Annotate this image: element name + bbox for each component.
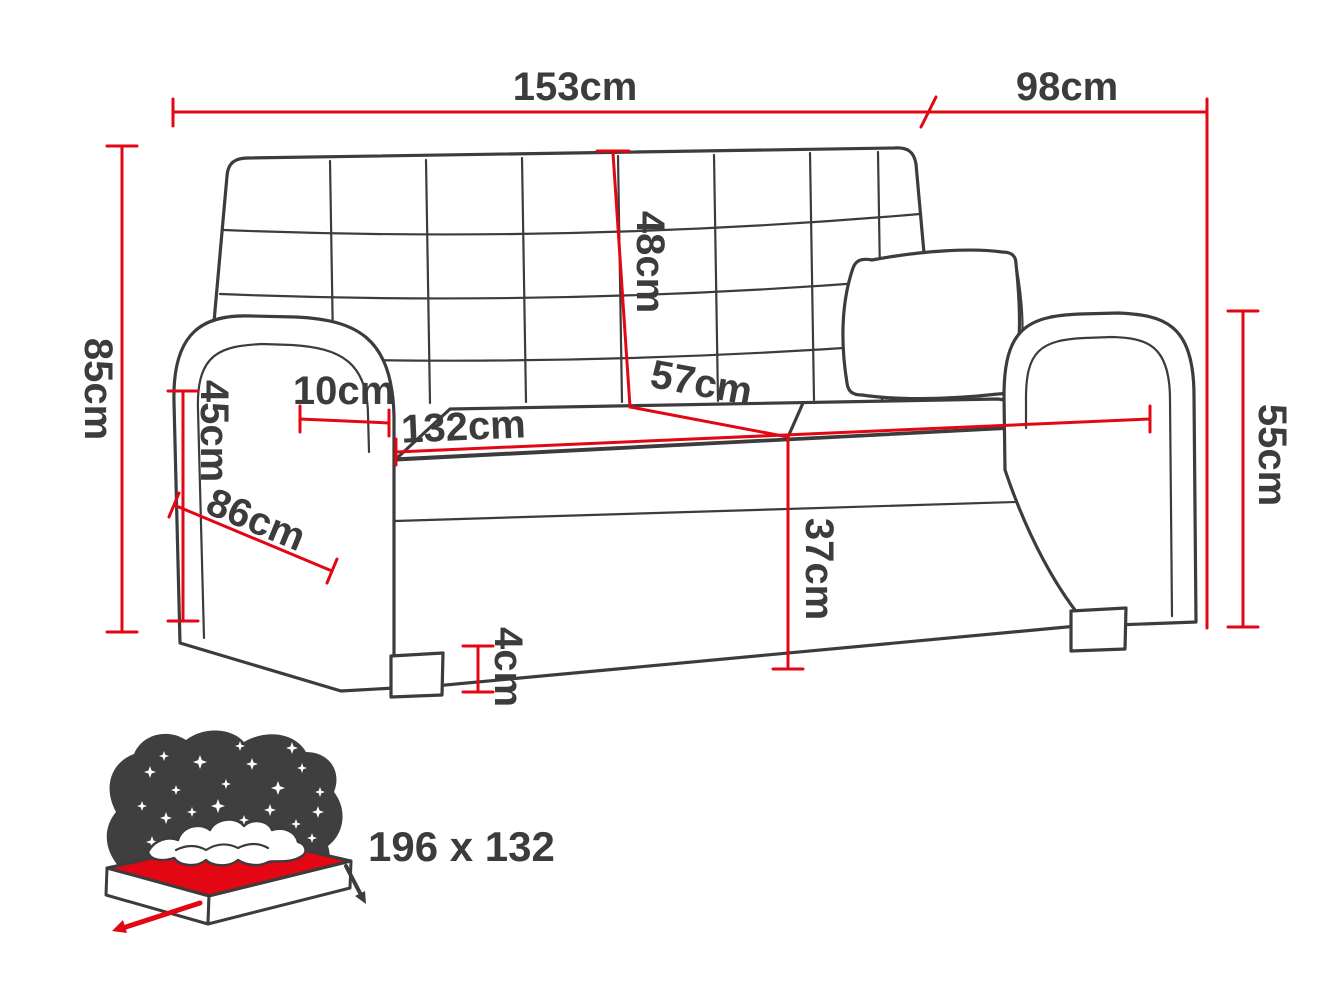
dimension-labels: 153cm 98cm 85cm 45cm 10cm 132cm 57cm 48c… xyxy=(76,65,1294,707)
star-icon xyxy=(160,812,172,824)
dim-label-width: 153cm xyxy=(513,65,638,109)
dim-label-height: 85cm xyxy=(76,338,120,440)
star-icon xyxy=(312,806,324,818)
star-icon xyxy=(211,799,225,813)
depth-arrow-head-icon xyxy=(355,891,366,904)
sofa-backrest xyxy=(213,147,932,415)
tuft-seam-vertical xyxy=(424,158,432,405)
star-icon xyxy=(221,779,231,789)
dim-label-seat-height: 37cm xyxy=(797,518,841,620)
dimension-lines xyxy=(105,95,1260,694)
tuft-seam-horizontal xyxy=(222,212,922,236)
dim-line-side-depth xyxy=(167,491,339,585)
star-icon xyxy=(307,833,317,843)
sofa-left-armrest xyxy=(172,314,396,693)
star-icon xyxy=(291,819,301,829)
star-icon xyxy=(297,763,307,773)
star-icon xyxy=(246,758,258,770)
star-icon xyxy=(235,741,245,751)
dim-line-depth xyxy=(927,97,1209,630)
width-arrow-line xyxy=(123,900,203,930)
tuft-seam-vertical xyxy=(520,156,528,404)
blanket-icon xyxy=(146,818,307,867)
dim-label-depth: 98cm xyxy=(1016,65,1118,109)
dim-line-seat-depth xyxy=(628,405,790,439)
left-armrest-piping xyxy=(196,342,371,640)
star-icon xyxy=(137,801,147,811)
dim-line-side-height xyxy=(1226,309,1260,629)
dim-line-seat-height xyxy=(771,435,805,671)
sofa-backrest-outline xyxy=(211,146,934,417)
tuft-seam-horizontal xyxy=(218,276,926,300)
star-icon xyxy=(271,781,285,795)
star-icon xyxy=(239,815,249,825)
tuft-seam-vertical xyxy=(712,153,720,403)
star-icon xyxy=(159,751,169,761)
star-icon xyxy=(315,787,325,797)
star-icon xyxy=(286,742,298,754)
depth-arrow-line xyxy=(344,864,362,895)
dim-label-side-height: 55cm xyxy=(1250,404,1294,506)
sofa-bed-function-icon: 196 x 132 xyxy=(104,730,555,933)
star-icon xyxy=(264,804,276,816)
dim-label-armrest-width: 10cm xyxy=(293,369,395,413)
sofa-right-armrest xyxy=(1002,311,1198,628)
dim-label-backrest-height: 48cm xyxy=(628,211,672,313)
tuft-seam-vertical xyxy=(808,151,816,402)
dim-line-backrest-height xyxy=(595,149,632,409)
star-icon xyxy=(171,785,181,795)
dim-label-armrest-height: 45cm xyxy=(192,380,236,482)
dim-label-seat-width: 132cm xyxy=(400,402,526,451)
dim-line-leg-height xyxy=(461,644,495,694)
sofa-left-leg xyxy=(389,651,445,699)
star-icon xyxy=(146,836,158,848)
right-armrest-piping xyxy=(1024,335,1174,618)
pillow xyxy=(841,248,1022,401)
dim-line-height xyxy=(105,144,139,634)
sofa-right-leg xyxy=(1069,606,1128,653)
mattress-side-right xyxy=(206,859,353,926)
dim-line-armrest-height xyxy=(166,389,200,623)
star-icon xyxy=(187,807,197,817)
sleeping-area-label: 196 x 132 xyxy=(368,823,555,870)
dim-line-armrest-width xyxy=(298,404,391,438)
blanket-fold-line xyxy=(174,842,270,852)
dim-label-leg-height: 4cm xyxy=(486,627,530,707)
width-arrow-head-icon xyxy=(112,920,127,933)
star-icon xyxy=(193,755,207,769)
star-icon xyxy=(144,766,156,778)
